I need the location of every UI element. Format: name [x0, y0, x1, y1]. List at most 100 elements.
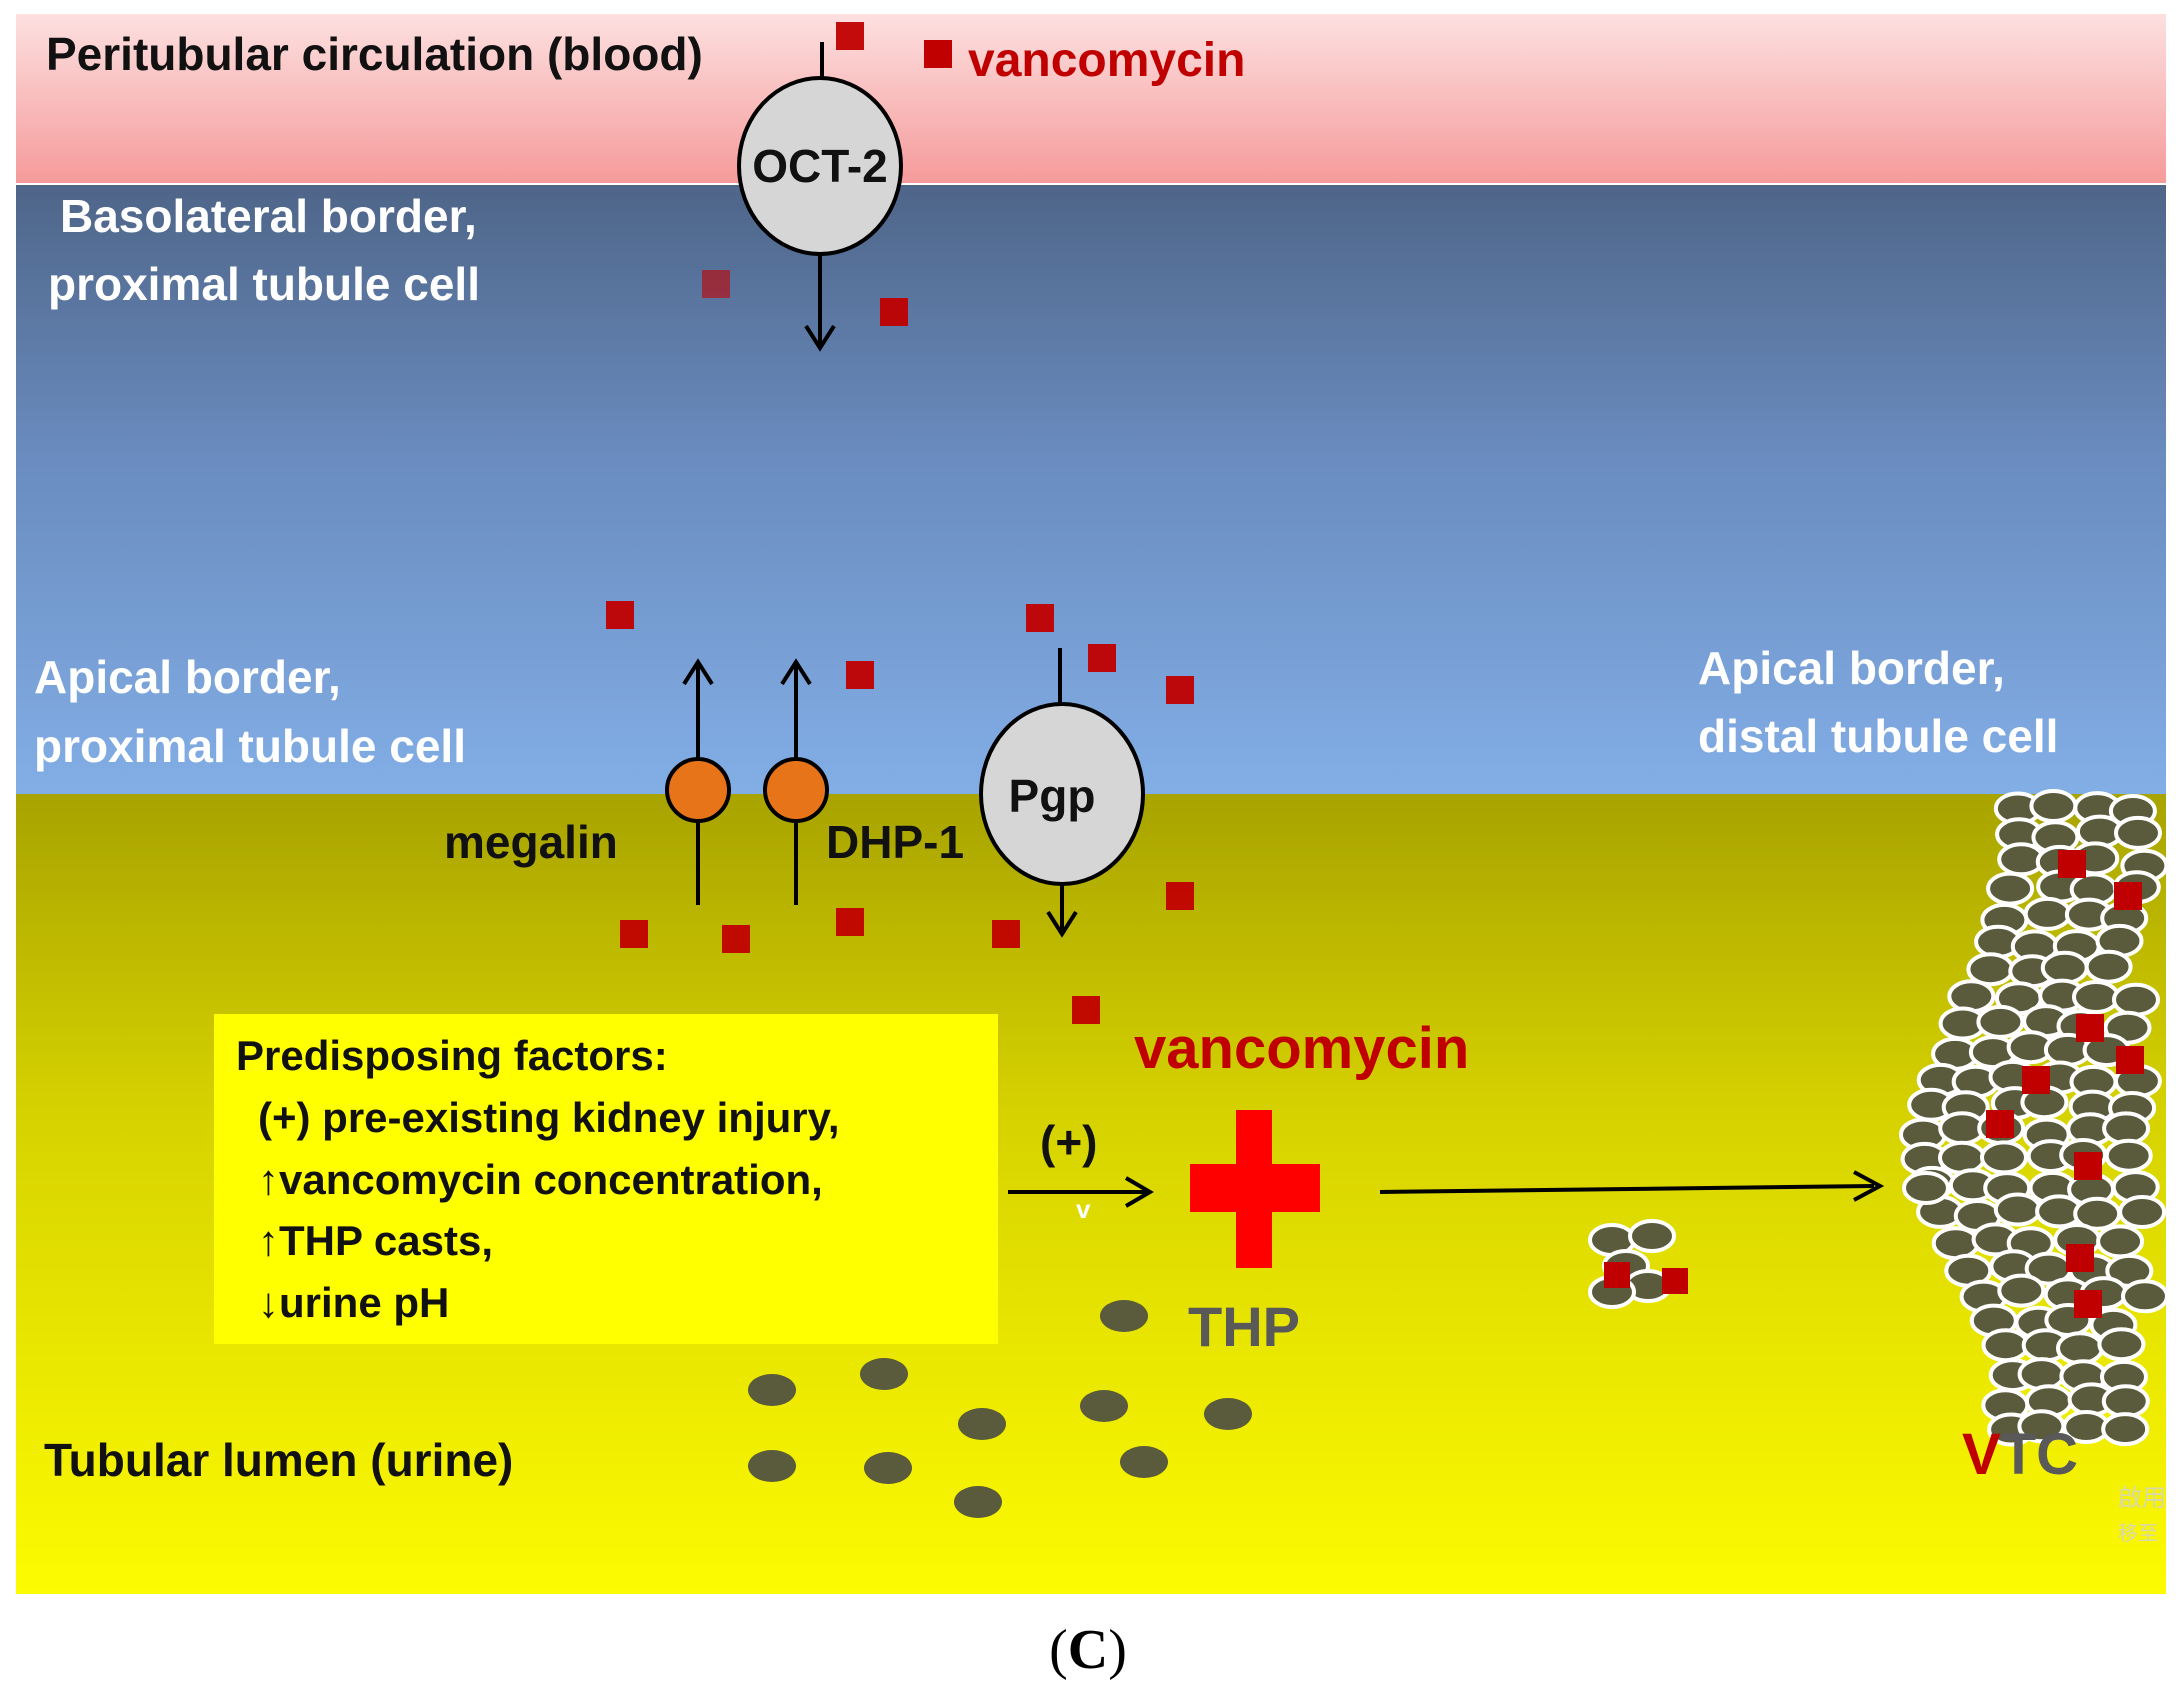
cast-vancomycin: [2022, 1066, 2050, 1094]
thp-label: THP: [1188, 1295, 1300, 1358]
cast-particle: [1976, 1004, 2025, 1039]
aggregate-vancomycin: [1662, 1268, 1688, 1294]
cast-particle: [1993, 1192, 2042, 1227]
cast-particle: [2096, 1224, 2145, 1259]
aggregate-vancomycin: [1604, 1262, 1630, 1288]
cast-vancomycin: [2114, 882, 2142, 910]
cast-vancomycin: [2076, 1014, 2104, 1042]
thp-particle: [860, 1358, 908, 1390]
apical-proximal-label: Apical border, proximal tubule cell: [34, 651, 466, 772]
thp-particle: [1100, 1300, 1148, 1332]
vancomycin-molecule: [846, 661, 874, 689]
oct2-label: OCT-2: [752, 140, 887, 192]
red-plus-icon: [1190, 1110, 1320, 1268]
lumen-label: Tubular lumen (urine): [44, 1434, 513, 1486]
predisposing-item: ↓urine pH: [258, 1279, 449, 1326]
cast-particle: [2114, 815, 2162, 850]
thp-particle: [748, 1374, 796, 1406]
cast-particle: [2118, 1195, 2167, 1229]
apical-distal-label: Apical border, distal tubule cell: [1698, 642, 2058, 762]
aggregate-particle: [1628, 1219, 1676, 1253]
pgp-label: Pgp: [1009, 770, 1096, 822]
cast-particle: [2072, 980, 2120, 1014]
predisposing-item: ↑THP casts,: [258, 1217, 493, 1264]
small-cast-aggregate: [1588, 1219, 1688, 1309]
cast-formation-arrow: [1379, 1170, 1885, 1202]
cast-vancomycin: [2074, 1152, 2102, 1180]
cast-particle: [1986, 871, 2035, 906]
vancomycin-molecule: [880, 298, 908, 326]
thp-particle: [954, 1486, 1002, 1518]
vtc-label-v: V: [1962, 1422, 2001, 1487]
cast-particle: [2101, 1384, 2150, 1419]
vancomycin-molecule: [1166, 676, 1194, 704]
basolateral-label: Basolateral border, proximal tubule cell: [48, 190, 490, 310]
vancomycin-molecule: [702, 270, 730, 298]
factor-arrow: [1008, 1176, 1154, 1208]
thp-particle: [1204, 1398, 1252, 1430]
cast-particle: [2084, 949, 2133, 984]
cast-particle: [1997, 1273, 2046, 1308]
predisposing-item: ↑vancomycin concentration,: [258, 1156, 823, 1203]
vtc-cast: [1899, 789, 2169, 1447]
figure-caption: (C): [1049, 1619, 1127, 1681]
thp-particle: [1120, 1446, 1168, 1478]
cast-vancomycin: [1986, 1110, 2014, 1138]
vancomycin-molecule: [606, 601, 634, 629]
cast-vancomycin: [2058, 850, 2086, 878]
cast-vancomycin: [2074, 1290, 2102, 1318]
vancomycin-molecule: [836, 22, 864, 50]
vancomycin-legend-label: vancomycin: [968, 34, 1245, 87]
cast-particle: [1931, 1226, 1980, 1261]
cast-particle: [1947, 979, 1996, 1014]
vancomycin-molecule: [1166, 882, 1194, 910]
predisposing-box: [214, 1014, 998, 1344]
thp-particle: [1080, 1390, 1128, 1422]
cast-vancomycin: [2116, 1046, 2144, 1074]
watermark-line: 啟用: [2118, 1485, 2166, 1512]
cast-particle: [2040, 950, 2089, 985]
pgp-transporter: Pgp: [979, 648, 1145, 938]
cell-region: [16, 184, 2166, 794]
vancomycin-molecules: [606, 22, 1194, 1024]
cast-particle: [1902, 1171, 1950, 1205]
dhp1-transporter: [763, 658, 829, 905]
watermark-line: 移至: [2118, 1522, 2158, 1545]
megalin-label: megalin: [444, 816, 618, 868]
blood-region: [16, 14, 2166, 184]
oct2-transporter: OCT-2: [737, 42, 903, 352]
vancomycin-molecule: [1072, 996, 1100, 1024]
vancomycin-molecule: [1088, 644, 1116, 672]
vancomycin-molecule: [1026, 604, 1054, 632]
cast-particle: [2104, 1138, 2153, 1173]
cast-particle: [2101, 1412, 2150, 1447]
cast-particle: [2112, 982, 2160, 1017]
thp-particle: [864, 1452, 912, 1484]
thp-particles: [748, 1300, 1252, 1518]
vancomycin-molecule: [620, 920, 648, 948]
predisposing-title: Predisposing factors:: [236, 1032, 668, 1079]
vancomycin-molecule: [992, 920, 1020, 948]
under-arrow-mark: v: [1076, 1194, 1091, 1224]
cast-particle: [2017, 1357, 2066, 1392]
plus-sign-label: (+): [1040, 1116, 1098, 1168]
blood-label: Peritubular circulation (blood): [46, 28, 703, 80]
cast-particle: [2056, 1331, 2104, 1366]
cast-vancomycin: [2066, 1244, 2094, 1272]
cast-particle: [2029, 789, 2078, 823]
vancomycin-legend-marker: [924, 40, 952, 68]
megalin-transporter: [665, 658, 731, 905]
cast-particle: [1980, 1140, 2028, 1175]
vancomycin-molecule: [836, 908, 864, 936]
cast-particle: [2023, 896, 2072, 931]
predisposing-item: (+) pre-existing kidney injury,: [258, 1094, 840, 1141]
vtc-label: VTC: [1962, 1422, 2078, 1487]
cast-particle: [1981, 1328, 2030, 1363]
vancomycin-molecule: [722, 925, 750, 953]
vancomycin-reaction-label: vancomycin: [1134, 1016, 1469, 1081]
dhp1-label: DHP-1: [826, 816, 964, 868]
thp-particle: [958, 1408, 1006, 1440]
cast-particle: [1938, 1140, 1986, 1175]
